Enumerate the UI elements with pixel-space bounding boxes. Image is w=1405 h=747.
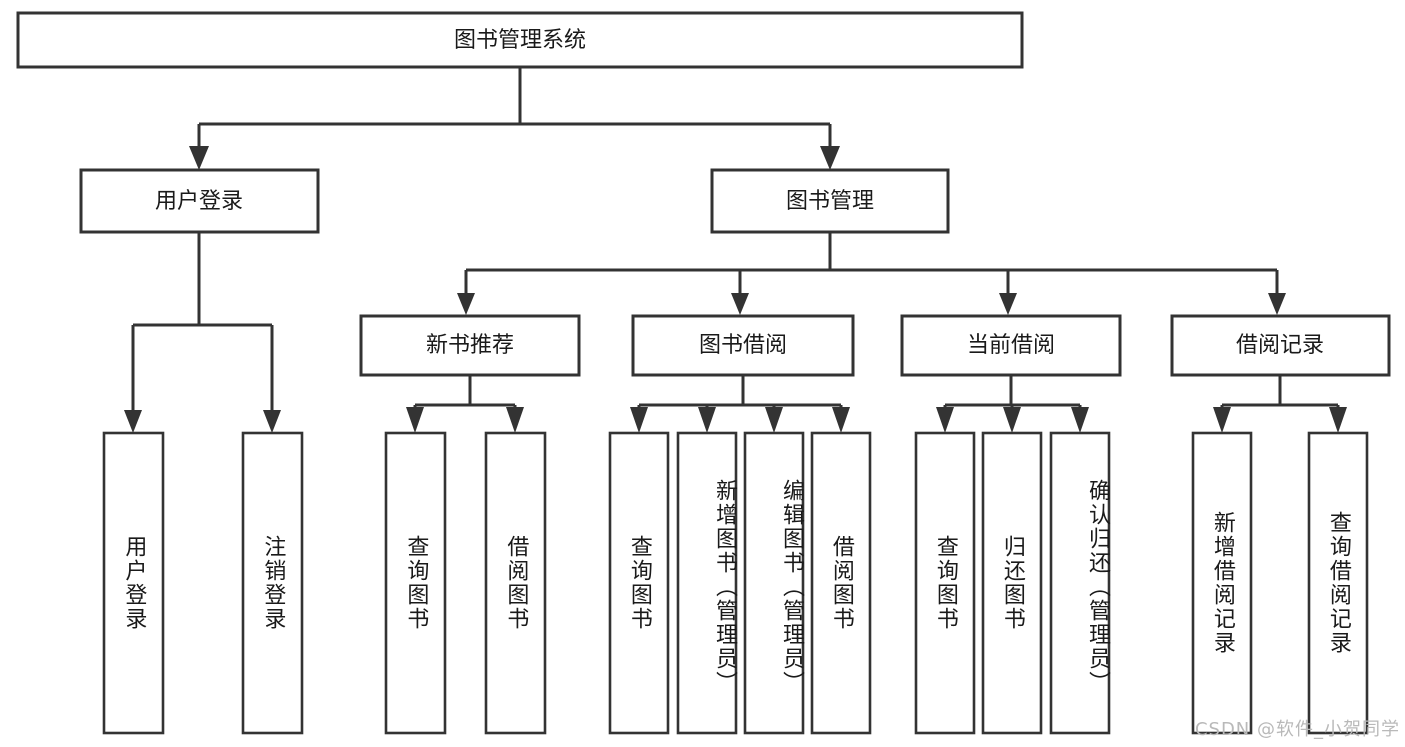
arrowhead-leaf-add-book xyxy=(698,407,716,433)
node-root-label: 图书管理系统 xyxy=(454,28,586,53)
leaf-box-user-login[interactable] xyxy=(102,431,165,735)
arrowhead-leaf-user-logout xyxy=(263,410,281,433)
leaf-box-edit-book[interactable] xyxy=(743,431,805,735)
node-book-borrow-box[interactable] xyxy=(631,314,855,377)
node-user-login-label: 用户登录 xyxy=(155,189,243,214)
arrowhead-leaf-return-book xyxy=(1003,407,1021,433)
leaf-box-borrow-book-2[interactable] xyxy=(810,431,872,735)
node-new-book-recommend[interactable]: 新书推荐 xyxy=(359,314,581,377)
arrowhead-current-borrow xyxy=(999,293,1017,315)
node-borrow-record[interactable]: 借阅记录 xyxy=(1170,314,1391,377)
arrowhead-book-borrow xyxy=(731,293,749,315)
node-book-manage-label: 图书管理 xyxy=(786,189,874,214)
leaf-box-add-book[interactable] xyxy=(676,431,738,735)
node-borrow-record-box[interactable] xyxy=(1170,314,1391,377)
leaf-box-return-book[interactable] xyxy=(981,431,1043,735)
node-new-book-recommend-box[interactable] xyxy=(359,314,581,377)
node-book-manage[interactable]: 图书管理 xyxy=(710,168,950,234)
arrowhead-book-manage xyxy=(820,146,840,170)
node-current-borrow-box[interactable] xyxy=(900,314,1122,377)
leaf-box-query-book-3[interactable] xyxy=(914,431,976,735)
connector-group xyxy=(124,67,1347,433)
leaf-box-group xyxy=(102,431,1369,735)
node-book-manage-box[interactable] xyxy=(710,168,950,234)
arrowhead-user-login xyxy=(189,146,209,170)
leaf-box-query-record[interactable] xyxy=(1307,431,1369,735)
arrowhead-leaf-borrow-book-1 xyxy=(506,407,524,433)
arrowhead-leaf-add-record xyxy=(1213,407,1231,433)
leaf-box-borrow-book-1[interactable] xyxy=(484,431,547,735)
arrowhead-leaf-borrow-book-2 xyxy=(832,407,850,433)
node-new-book-recommend-label: 新书推荐 xyxy=(426,333,514,358)
node-root[interactable]: 图书管理系统 xyxy=(16,11,1024,69)
node-root-box[interactable] xyxy=(16,11,1024,69)
node-book-borrow[interactable]: 图书借阅 xyxy=(631,314,855,377)
leaf-box-query-book-2[interactable] xyxy=(608,431,670,735)
watermark-text: CSDN @软件_小贺同学 xyxy=(1194,719,1400,740)
leaf-box-query-book-1[interactable] xyxy=(384,431,447,735)
arrowhead-leaf-query-book-2 xyxy=(630,407,648,433)
node-book-borrow-label: 图书借阅 xyxy=(699,333,787,358)
node-user-login[interactable]: 用户登录 xyxy=(79,168,320,234)
node-borrow-record-label: 借阅记录 xyxy=(1236,333,1324,358)
leaf-box-confirm-return[interactable] xyxy=(1049,431,1111,735)
arrowhead-borrow-record xyxy=(1268,293,1286,315)
arrowhead-new-book-recommend xyxy=(457,293,475,315)
arrowhead-leaf-edit-book xyxy=(765,407,783,433)
node-current-borrow-label: 当前借阅 xyxy=(967,333,1055,358)
arrowhead-leaf-query-record xyxy=(1329,407,1347,433)
arrowhead-leaf-query-book-1 xyxy=(406,407,424,433)
arrowhead-leaf-query-book-3 xyxy=(936,407,954,433)
arrowhead-leaf-user-login xyxy=(124,410,142,433)
leaf-box-user-logout[interactable] xyxy=(241,431,304,735)
leaf-box-add-record[interactable] xyxy=(1191,431,1253,735)
arrowhead-leaf-confirm-return xyxy=(1071,407,1089,433)
node-current-borrow[interactable]: 当前借阅 xyxy=(900,314,1122,377)
node-user-login-box[interactable] xyxy=(79,168,320,234)
